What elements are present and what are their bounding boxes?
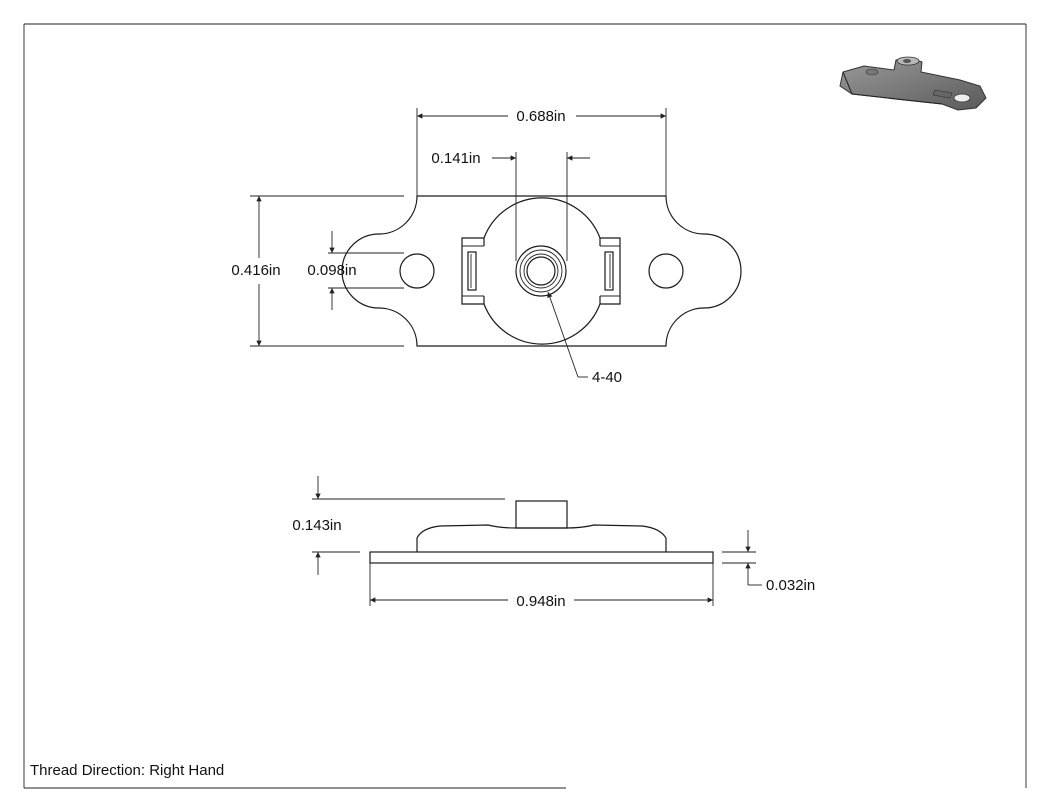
dim-text-flange-thickness: 0.032in: [766, 577, 815, 594]
dim-text-center-boss-width: 0.141in: [431, 150, 480, 167]
thread-callout: 4-40: [547, 291, 622, 386]
boss-outer: [515, 245, 567, 297]
dimension-center-boss-width: 0.141in: [431, 150, 590, 261]
dimension-hole-diameter: 0.098in: [307, 231, 404, 310]
dimension-overall-width-top: 0.688in: [416, 108, 667, 196]
top-view: [341, 195, 742, 347]
thread-direction-note: Thread Direction: Right Hand: [30, 762, 224, 779]
left-hole: [399, 253, 435, 289]
dim-text-boss-height: 0.143in: [292, 517, 341, 534]
dimension-overall-length: 0.948in: [369, 563, 714, 610]
right-hole: [648, 253, 684, 289]
dim-text-overall-height: 0.416in: [231, 262, 280, 279]
isometric-view: [839, 56, 987, 111]
dim-text-overall-length: 0.948in: [516, 593, 565, 610]
dimension-overall-height: 0.416in: [231, 195, 404, 347]
sheet-border: [23, 23, 1027, 789]
dim-text-hole-diameter: 0.098in: [307, 262, 356, 279]
dim-text-thread-callout: 4-40: [592, 369, 622, 386]
side-view: [369, 500, 714, 564]
dim-text-overall-width-top: 0.688in: [516, 108, 565, 125]
dimension-boss-height: 0.143in: [292, 476, 505, 575]
dimension-flange-thickness: 0.032in: [722, 530, 815, 594]
